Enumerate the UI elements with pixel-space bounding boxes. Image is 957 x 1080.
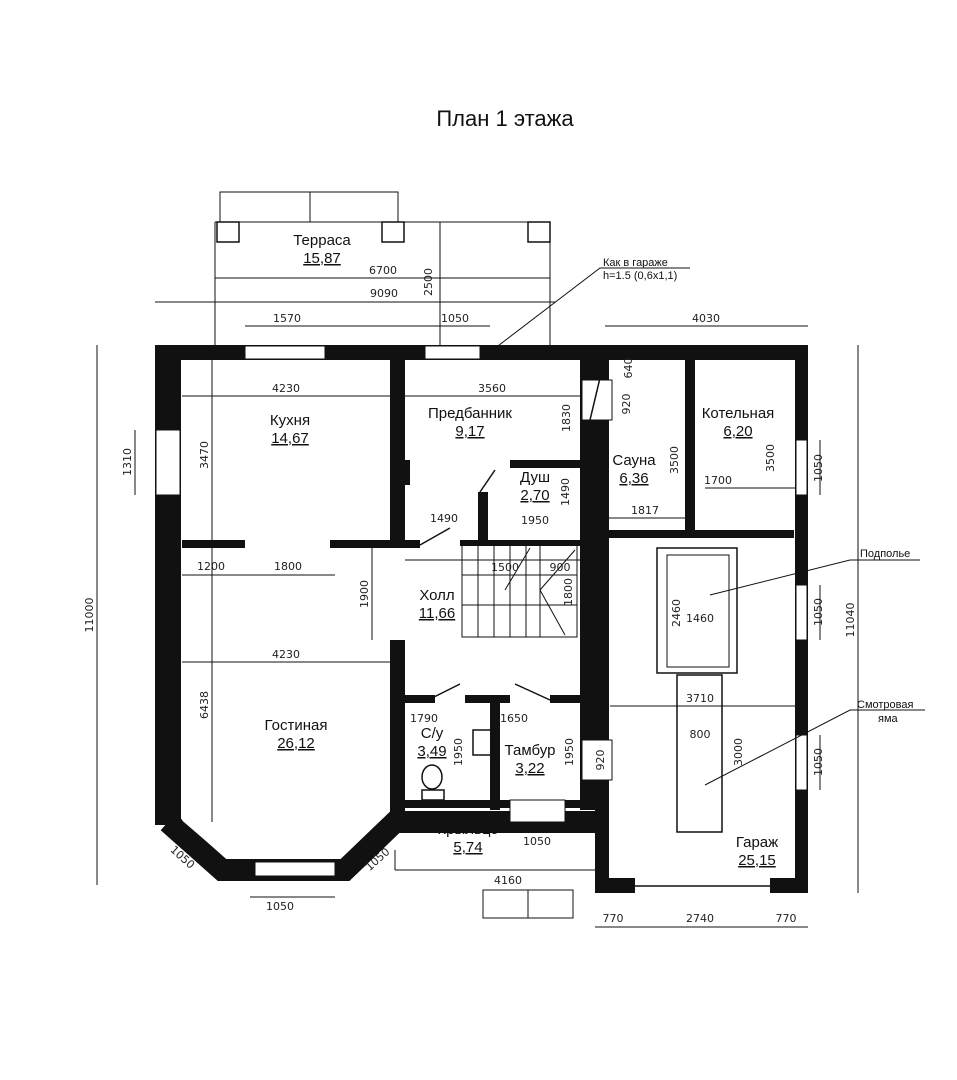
dimension-label: 1650 bbox=[500, 712, 528, 725]
room-area: 26,12 bbox=[277, 735, 315, 752]
sauna-window-size-note: h=1.5 (0,6x1,1) bbox=[603, 270, 677, 282]
dimension-label: 2740 bbox=[686, 912, 714, 925]
dimension-label: 4230 bbox=[272, 382, 300, 395]
room-area: 14,67 bbox=[271, 430, 309, 447]
dimension-label: 3500 bbox=[668, 446, 681, 474]
dimension-label: 9090 bbox=[370, 287, 398, 300]
dimension-label: 1950 bbox=[452, 738, 465, 766]
inspection-pit bbox=[676, 674, 723, 833]
dimension-label: 6700 bbox=[369, 264, 397, 277]
room-name: Тамбур bbox=[505, 742, 556, 759]
terrace-column bbox=[527, 221, 551, 243]
dimension-label: 1490 bbox=[430, 512, 458, 525]
dimension-label: 1817 bbox=[631, 504, 659, 517]
plan-title: План 1 этажа bbox=[436, 106, 574, 131]
dimension-label: 1050 bbox=[441, 312, 469, 325]
dimension-label: 2500 bbox=[422, 268, 435, 296]
dimension-label: 4230 bbox=[272, 648, 300, 661]
dimension-label: 1490 bbox=[559, 478, 572, 506]
room-name: Гостиная bbox=[265, 717, 328, 734]
leader-lines bbox=[489, 267, 925, 786]
room-area: 5,74 bbox=[453, 839, 482, 856]
room-name: Сауна bbox=[612, 452, 656, 469]
door-swings bbox=[419, 377, 601, 701]
room-area: 9,17 bbox=[455, 423, 484, 440]
dimension-label: 1500 bbox=[491, 561, 519, 574]
room-area: 3,22 bbox=[515, 760, 544, 777]
dimension-label: 1790 bbox=[410, 712, 438, 725]
dimension-label: 1800 bbox=[274, 560, 302, 573]
walls bbox=[155, 345, 808, 893]
dimension-lines bbox=[96, 222, 859, 928]
dimension-label: 1570 bbox=[273, 312, 301, 325]
room-name: Холл bbox=[419, 587, 454, 604]
pit-note-2: яма bbox=[878, 713, 899, 725]
dimension-label: 1460 bbox=[686, 612, 714, 625]
toilet-icon bbox=[421, 764, 443, 790]
room-name: Кухня bbox=[270, 412, 310, 429]
dimension-label: 2460 bbox=[670, 599, 683, 627]
dimension-label: 770 bbox=[603, 912, 624, 925]
dimension-label: 1050 bbox=[812, 454, 825, 482]
sink-icon bbox=[472, 729, 494, 756]
terrace-column bbox=[381, 221, 405, 243]
room-name: Душ bbox=[520, 469, 550, 486]
room-name: Крыльцо bbox=[437, 821, 498, 838]
room-name: Предбанник bbox=[428, 405, 512, 422]
dimension-label: 3710 bbox=[686, 692, 714, 705]
room-name: Терраса bbox=[293, 232, 351, 249]
dimension-label: 1830 bbox=[560, 404, 573, 432]
room-area: 15,87 bbox=[303, 250, 341, 267]
dimension-label: 4160 bbox=[494, 874, 522, 887]
dimension-label: 11040 bbox=[844, 603, 857, 638]
room-area: 3,49 bbox=[417, 743, 446, 760]
dimension-label: 6438 bbox=[198, 691, 211, 719]
terrace-column bbox=[216, 221, 240, 243]
pit-note: Смотровая bbox=[857, 699, 913, 711]
dimension-label: 1200 bbox=[197, 560, 225, 573]
dimension-label: 3500 bbox=[764, 444, 777, 472]
dimension-label: 1050 bbox=[812, 748, 825, 776]
dimension-label: 1050 bbox=[523, 835, 551, 848]
dimension-label: 1310 bbox=[121, 448, 134, 476]
staircase bbox=[461, 544, 578, 638]
dimension-label: 1050 bbox=[812, 598, 825, 626]
cellar-hatch bbox=[656, 547, 738, 674]
dimension-label: 1800 bbox=[562, 578, 575, 606]
cellar-note: Подполье bbox=[860, 548, 910, 560]
dimension-label: 3470 bbox=[198, 441, 211, 469]
room-name: С/у bbox=[421, 725, 444, 742]
room-area: 6,36 bbox=[619, 470, 648, 487]
sauna-window-note: Как в гараже bbox=[603, 257, 668, 269]
dimension-label: 1700 bbox=[704, 474, 732, 487]
dimension-label: 1950 bbox=[521, 514, 549, 527]
dimension-label: 900 bbox=[550, 561, 571, 574]
dimension-label: 1950 bbox=[563, 738, 576, 766]
dimension-label: 1050 bbox=[266, 900, 294, 913]
terrace bbox=[214, 191, 551, 345]
room-name: Котельная bbox=[702, 405, 775, 422]
dimension-label: 11000 bbox=[83, 598, 96, 633]
dimension-label: 800 bbox=[690, 728, 711, 741]
toilet-tank bbox=[421, 789, 445, 801]
room-area: 6,20 bbox=[723, 423, 752, 440]
dimension-label: 770 bbox=[776, 912, 797, 925]
dimension-label: 3560 bbox=[478, 382, 506, 395]
dimension-label: 4030 bbox=[692, 312, 720, 325]
dimension-label: 920 bbox=[620, 394, 633, 415]
room-area: 11,66 bbox=[419, 605, 455, 622]
room-area: 25,15 bbox=[738, 852, 776, 869]
room-name: Гараж bbox=[736, 834, 778, 851]
dimension-label: 1900 bbox=[358, 580, 371, 608]
room-area: 2,70 bbox=[520, 487, 549, 504]
dimension-label: 640 bbox=[622, 358, 635, 379]
dimension-label: 3000 bbox=[732, 738, 745, 766]
dimension-label: 920 bbox=[594, 750, 607, 771]
